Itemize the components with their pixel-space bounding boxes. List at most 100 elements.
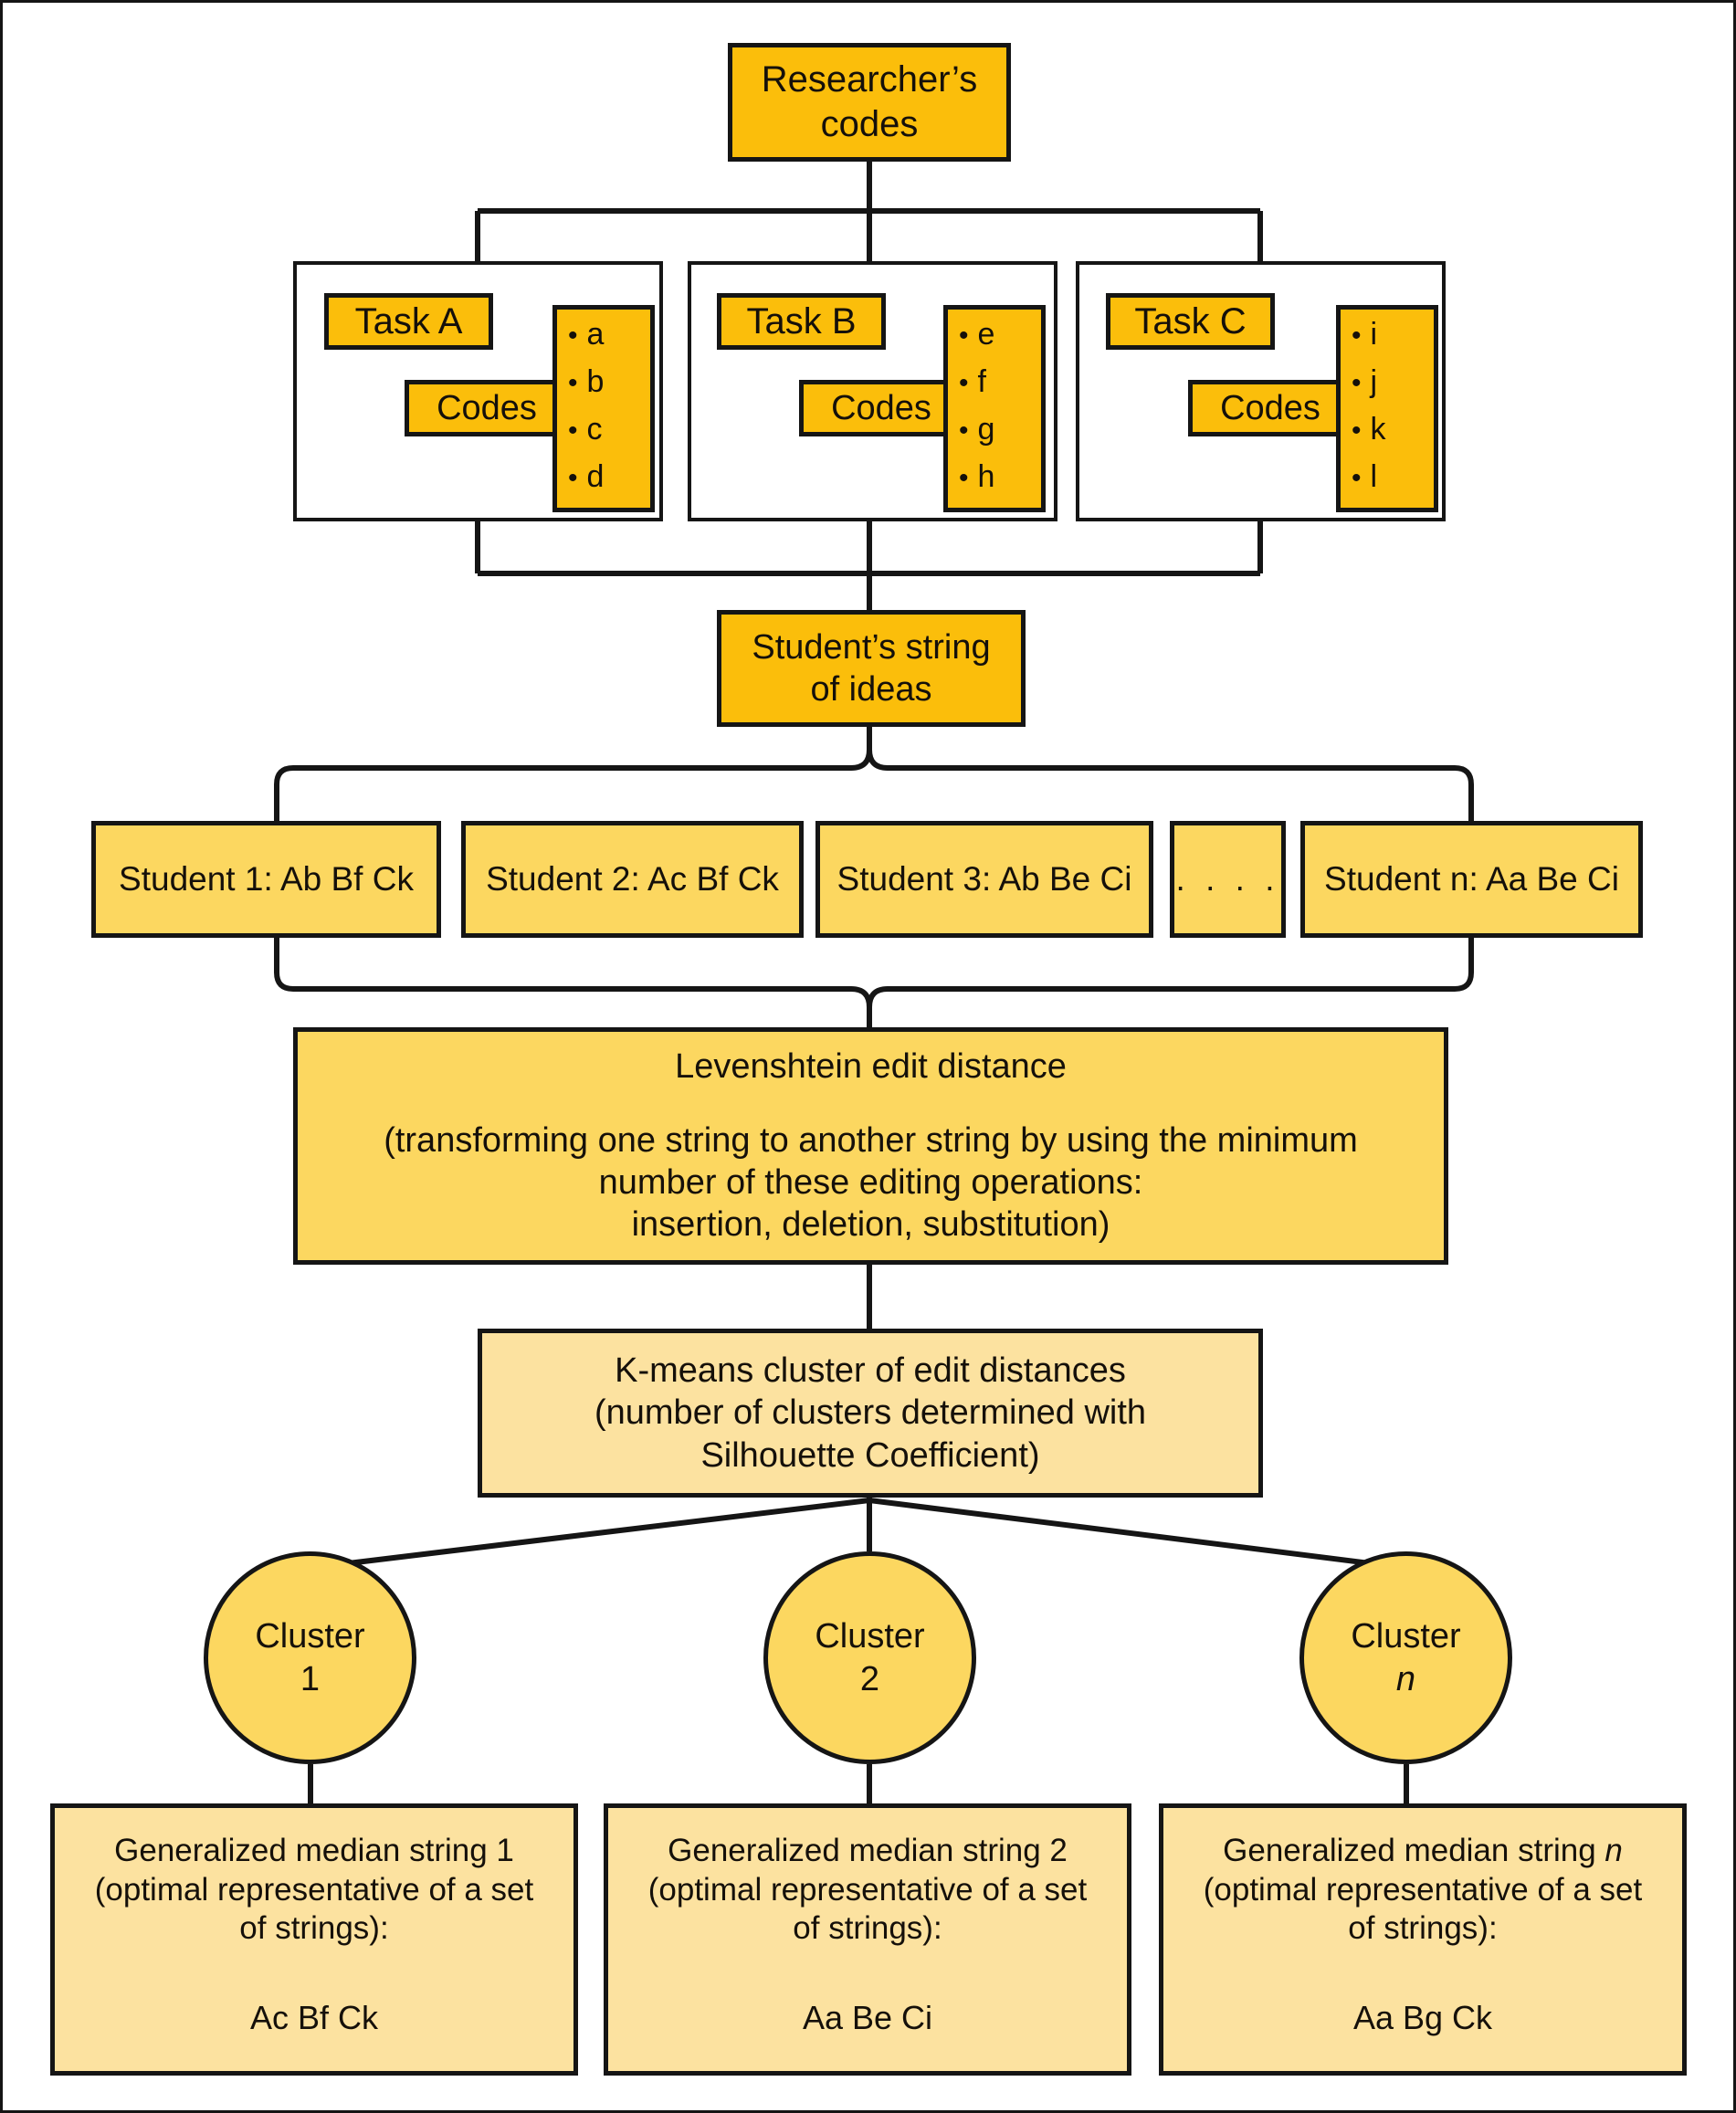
cluster-1-word: Cluster bbox=[255, 1617, 365, 1656]
median-1-line3: of strings): bbox=[239, 1910, 389, 1947]
code-item: •j bbox=[1352, 364, 1426, 399]
levenshtein-box: Levenshtein edit distance (transforming … bbox=[293, 1027, 1448, 1265]
student-ellipsis-label: . . . . bbox=[1175, 860, 1280, 899]
code-list-c: •i •j •k •l bbox=[1336, 305, 1438, 512]
cluster-n-word: Cluster bbox=[1351, 1617, 1461, 1656]
codes-label-c: Codes bbox=[1188, 380, 1352, 436]
codes-b-text: Codes bbox=[831, 388, 931, 427]
student-string-line1: Student’s string bbox=[752, 627, 991, 667]
levenshtein-line1: (transforming one string to another stri… bbox=[384, 1120, 1358, 1160]
connector-brace-collect-right bbox=[867, 935, 1474, 1030]
kmeans-line3: Silhouette Coefficient) bbox=[700, 1435, 1040, 1475]
student-2-label: Student 2: Ac Bf Ck bbox=[486, 860, 779, 899]
task-b-text: Task B bbox=[746, 300, 857, 342]
code-value: g bbox=[977, 412, 995, 447]
code-value: j bbox=[1370, 364, 1378, 399]
code-item: •k bbox=[1352, 414, 1426, 445]
task-a-text: Task A bbox=[354, 300, 463, 342]
code-value: k bbox=[1370, 412, 1386, 447]
code-item: •b bbox=[568, 364, 643, 399]
student-n-label: Student n: Aa Be Ci bbox=[1324, 860, 1619, 899]
median-n-value: Aa Bg Ck bbox=[1352, 1999, 1493, 2037]
median-2-line2: (optimal representative of a set bbox=[647, 1871, 1088, 1908]
median-2-heading: Generalized median string 2 bbox=[668, 1832, 1068, 1871]
levenshtein-title: Levenshtein edit distance bbox=[675, 1047, 1067, 1087]
task-label-a: Task A bbox=[324, 293, 493, 350]
median-1-heading-index: 1 bbox=[496, 1833, 514, 1868]
code-value: h bbox=[977, 459, 995, 494]
bullet-icon: • bbox=[568, 463, 578, 493]
code-value: e bbox=[977, 317, 995, 352]
median-string-n-box: Generalized median string n (optimal rep… bbox=[1159, 1803, 1687, 2076]
student-string-label: Student’s string of ideas bbox=[752, 626, 990, 711]
code-item: •d bbox=[568, 461, 643, 493]
median-string-1-box: Generalized median string 1 (optimal rep… bbox=[50, 1803, 578, 2076]
bullet-icon: • bbox=[959, 321, 969, 351]
code-item: •i bbox=[1352, 319, 1426, 350]
bullet-icon: • bbox=[959, 415, 969, 446]
bullet-icon: • bbox=[1352, 368, 1362, 398]
code-item: •e bbox=[959, 319, 1034, 350]
median-1-line2: (optimal representative of a set bbox=[94, 1871, 534, 1908]
levenshtein-line3: insertion, deletion, substitution) bbox=[631, 1205, 1110, 1245]
code-item: •g bbox=[959, 414, 1034, 445]
student-n-box: Student n: Aa Be Ci bbox=[1300, 821, 1643, 938]
connector-kmeans-to-cluster-n bbox=[868, 1498, 1407, 1571]
cluster-1-circle: Cluster 1 bbox=[204, 1551, 416, 1764]
code-value: f bbox=[977, 364, 986, 399]
task-label-b: Task B bbox=[717, 293, 886, 350]
code-value: b bbox=[586, 364, 605, 399]
code-item: •h bbox=[959, 459, 1034, 494]
median-2-heading-prefix: Generalized median string bbox=[668, 1833, 1050, 1868]
cluster-1-index: 1 bbox=[300, 1659, 321, 1698]
bullet-icon: • bbox=[568, 321, 578, 351]
median-2-line3: of strings): bbox=[793, 1910, 942, 1947]
student-string-line2: of ideas bbox=[810, 670, 932, 709]
code-value: l bbox=[1370, 459, 1378, 494]
student-1-label: Student 1: Ab Bf Ck bbox=[119, 860, 414, 899]
code-item: •l bbox=[1352, 459, 1426, 494]
student-ellipsis-box: . . . . bbox=[1170, 821, 1286, 938]
levenshtein-line2: number of these editing operations: bbox=[598, 1163, 1143, 1202]
connector-brace-left bbox=[274, 724, 872, 824]
code-item: •a bbox=[568, 319, 643, 350]
median-string-2-box: Generalized median string 2 (optimal rep… bbox=[604, 1803, 1131, 2076]
bullet-icon: • bbox=[1352, 463, 1362, 493]
code-value: i bbox=[1370, 317, 1378, 352]
median-2-value: Aa Be Ci bbox=[802, 1999, 933, 2037]
connector-brace-right bbox=[867, 724, 1474, 824]
cluster-2-circle: Cluster 2 bbox=[763, 1551, 976, 1764]
code-item: •f bbox=[959, 364, 1034, 399]
cluster-n-circle: Cluster n bbox=[1299, 1551, 1512, 1764]
codes-label-b: Codes bbox=[799, 380, 963, 436]
median-n-heading-index: n bbox=[1604, 1833, 1623, 1868]
median-n-heading-prefix: Generalized median string bbox=[1223, 1833, 1605, 1868]
student-2-box: Student 2: Ac Bf Ck bbox=[461, 821, 804, 938]
median-n-line2: (optimal representative of a set bbox=[1203, 1871, 1643, 1908]
task-c-text: Task C bbox=[1134, 300, 1247, 342]
codes-c-text: Codes bbox=[1220, 388, 1320, 427]
median-1-heading: Generalized median string 1 bbox=[114, 1832, 514, 1871]
median-2-heading-index: 2 bbox=[1049, 1833, 1068, 1868]
code-list-b: •e •f •g •h bbox=[943, 305, 1046, 512]
code-value: a bbox=[586, 317, 605, 352]
code-list-a: •a •b •c •d bbox=[552, 305, 655, 512]
task-label-c: Task C bbox=[1106, 293, 1275, 350]
student-string-of-ideas-box: Student’s string of ideas bbox=[717, 610, 1026, 727]
kmeans-box: K-means cluster of edit distances (numbe… bbox=[478, 1329, 1263, 1498]
code-value: c bbox=[586, 412, 603, 447]
median-1-heading-prefix: Generalized median string bbox=[114, 1833, 497, 1868]
bullet-icon: • bbox=[1352, 415, 1362, 446]
student-1-box: Student 1: Ab Bf Ck bbox=[91, 821, 441, 938]
kmeans-line2: (number of clusters determined with bbox=[594, 1393, 1147, 1433]
cluster-2-word: Cluster bbox=[815, 1617, 925, 1656]
median-1-value: Ac Bf Ck bbox=[249, 1999, 379, 2037]
bullet-icon: • bbox=[568, 368, 578, 398]
bullet-icon: • bbox=[959, 368, 969, 398]
codes-label-a: Codes bbox=[405, 380, 569, 436]
median-n-line3: of strings): bbox=[1348, 1910, 1498, 1947]
codes-a-text: Codes bbox=[437, 388, 537, 427]
